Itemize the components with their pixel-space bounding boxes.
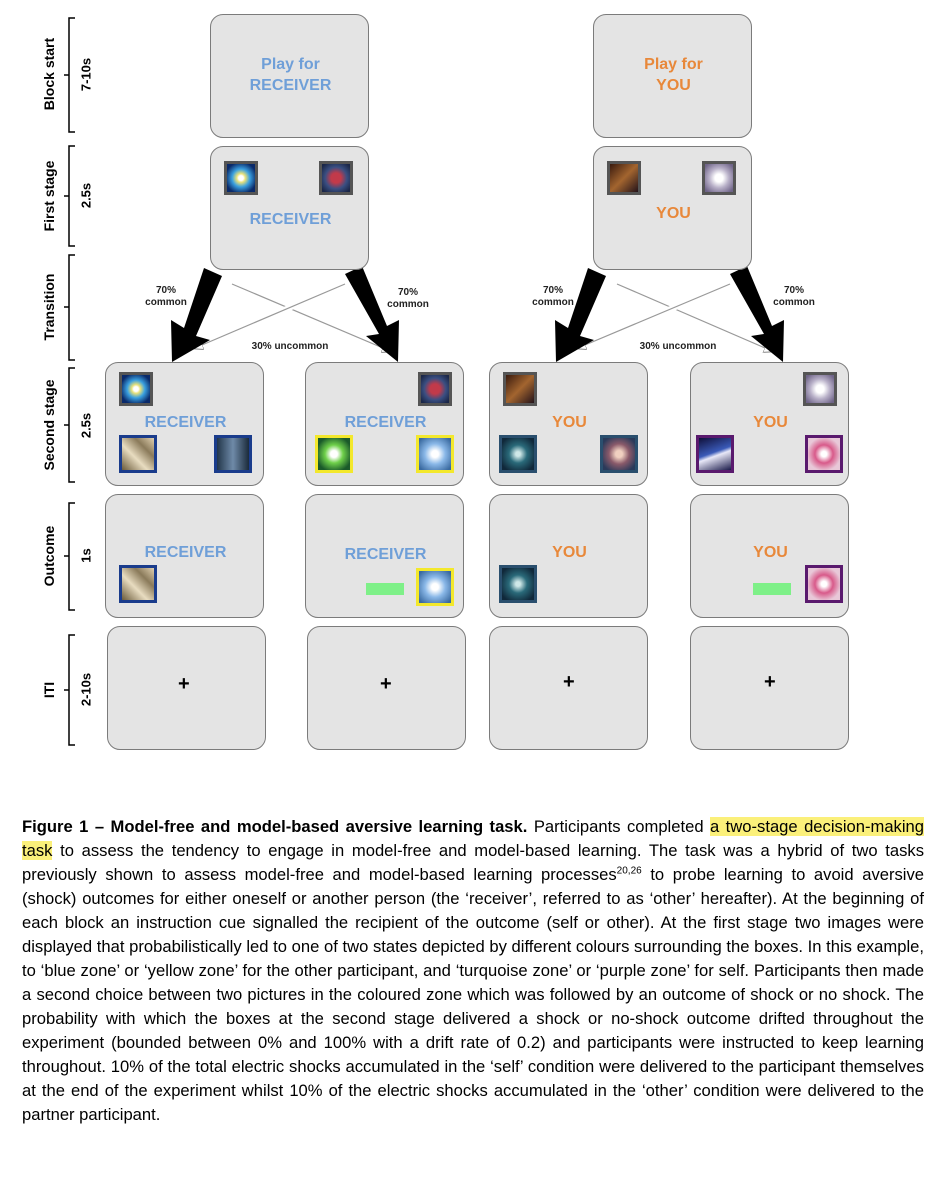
second-stage-screen-yellow-zone: RECEIVER (305, 362, 464, 486)
first-stage-image-right[interactable] (702, 161, 736, 195)
choice-image-right[interactable] (805, 435, 843, 473)
row-time-second-stage: 2.5s (78, 412, 94, 439)
common-word: common (145, 297, 187, 308)
second-stage-cue-image (418, 372, 452, 406)
recipient-label: RECEIVER (144, 544, 227, 561)
choice-image-left[interactable] (315, 435, 353, 473)
common-label: 70%common (382, 287, 434, 311)
common-percent: 70% (542, 285, 563, 296)
uncommon-label: 30% uncommon (639, 341, 717, 352)
common-label: 70%common (140, 285, 192, 309)
recipient-label: YOU (552, 544, 587, 561)
fixation-cross: + (563, 671, 575, 693)
row-time-outcome: 1s (78, 548, 94, 563)
uncommon-label: 30% uncommon (251, 341, 329, 352)
row-time-iti: 2-10s (78, 672, 94, 707)
block-start-screen-other: Play for RECEIVER (210, 14, 369, 138)
iti-screen: + (307, 626, 466, 750)
common-word: common (387, 299, 429, 310)
common-percent: 70% (783, 285, 804, 296)
caption-text-3: to probe learning to avoid aversive (sho… (22, 865, 925, 1124)
figure-caption: Figure 1 – Model-free and model-based av… (22, 815, 924, 1127)
iti-screen: + (489, 626, 648, 750)
common-percent: 70% (155, 285, 176, 296)
recipient-label: RECEIVER (344, 414, 427, 431)
fixation-cross: + (764, 671, 776, 693)
no-shock-bar (753, 583, 791, 595)
recipient-label: RECEIVER (144, 414, 227, 431)
choice-image-left[interactable] (499, 435, 537, 473)
no-shock-bar (366, 583, 404, 595)
fixation-cross: + (380, 673, 392, 695)
task-figure: Block start 7-10s First stage 2.5s Trans… (41, 14, 849, 750)
block-cue-line1: Play for (644, 56, 703, 73)
block-cue-line2: RECEIVER (249, 77, 332, 94)
choice-image-left[interactable] (696, 435, 734, 473)
row-label-outcome: Outcome (41, 525, 57, 587)
choice-image-left[interactable] (119, 435, 157, 473)
row-label-block-start: Block start (41, 37, 57, 111)
second-stage-cue-image (119, 372, 153, 406)
second-stage-cue-image (803, 372, 837, 406)
row-label-iti: ITI (41, 681, 57, 699)
first-stage-screen-self: YOU (593, 146, 752, 270)
caption-text-2: to assess the tendency to engage in mode… (22, 841, 924, 884)
caption-refs: 20,26 (616, 865, 642, 877)
recipient-label: RECEIVER (249, 211, 332, 228)
iti-screen: + (690, 626, 849, 750)
outcome-screen-shock-other: RECEIVER (105, 494, 264, 618)
recipient-label: YOU (656, 205, 691, 222)
recipient-label: YOU (753, 414, 788, 431)
choice-image-right[interactable] (600, 435, 638, 473)
row-label-first-stage: First stage (41, 160, 57, 232)
block-cue-line2: YOU (656, 77, 691, 94)
outcome-screen-no-shock-other: RECEIVER (305, 494, 464, 618)
fixation-cross: + (178, 673, 190, 695)
outcome-screen-shock-self: YOU (489, 494, 648, 618)
recipient-label: YOU (552, 414, 587, 431)
iti-screen: + (107, 626, 266, 750)
block-cue-line1: Play for (261, 56, 320, 73)
chosen-image (805, 565, 843, 603)
common-label: 70%common (768, 285, 820, 309)
common-arrows (171, 266, 784, 362)
uncommon-arrows-self (578, 281, 772, 354)
chosen-image (119, 565, 157, 603)
row-label-transition: Transition (41, 273, 57, 341)
recipient-label: YOU (753, 544, 788, 561)
common-percent: 70% (397, 287, 418, 298)
block-start-screen-self: Play for YOU (593, 14, 752, 138)
uncommon-arrows-other (195, 281, 390, 354)
first-stage-image-right[interactable] (319, 161, 353, 195)
second-stage-screen-blue-zone: RECEIVER (105, 362, 264, 486)
choice-image-right[interactable] (214, 435, 252, 473)
recipient-label: RECEIVER (344, 546, 427, 563)
chosen-image (416, 568, 454, 606)
choice-image-right[interactable] (416, 435, 454, 473)
common-word: common (532, 297, 574, 308)
second-stage-screen-turquoise-zone: YOU (489, 362, 648, 486)
second-stage-cue-image (503, 372, 537, 406)
row-brackets (64, 17, 75, 746)
second-stage-screen-purple-zone: YOU (690, 362, 849, 486)
first-stage-image-left[interactable] (224, 161, 258, 195)
outcome-screen-no-shock-self: YOU (690, 494, 849, 618)
figure-lines (64, 17, 784, 746)
row-time-block-start: 7-10s (78, 57, 94, 92)
row-time-first-stage: 2.5s (78, 182, 94, 209)
first-stage-image-left[interactable] (607, 161, 641, 195)
common-word: common (773, 297, 815, 308)
first-stage-screen-other: RECEIVER (210, 146, 369, 270)
row-label-second-stage: Second stage (41, 379, 57, 471)
common-label: 70%common (527, 285, 579, 309)
caption-text-1: Participants completed (527, 817, 710, 836)
caption-title: Figure 1 – Model-free and model-based av… (22, 817, 528, 836)
chosen-image (499, 565, 537, 603)
